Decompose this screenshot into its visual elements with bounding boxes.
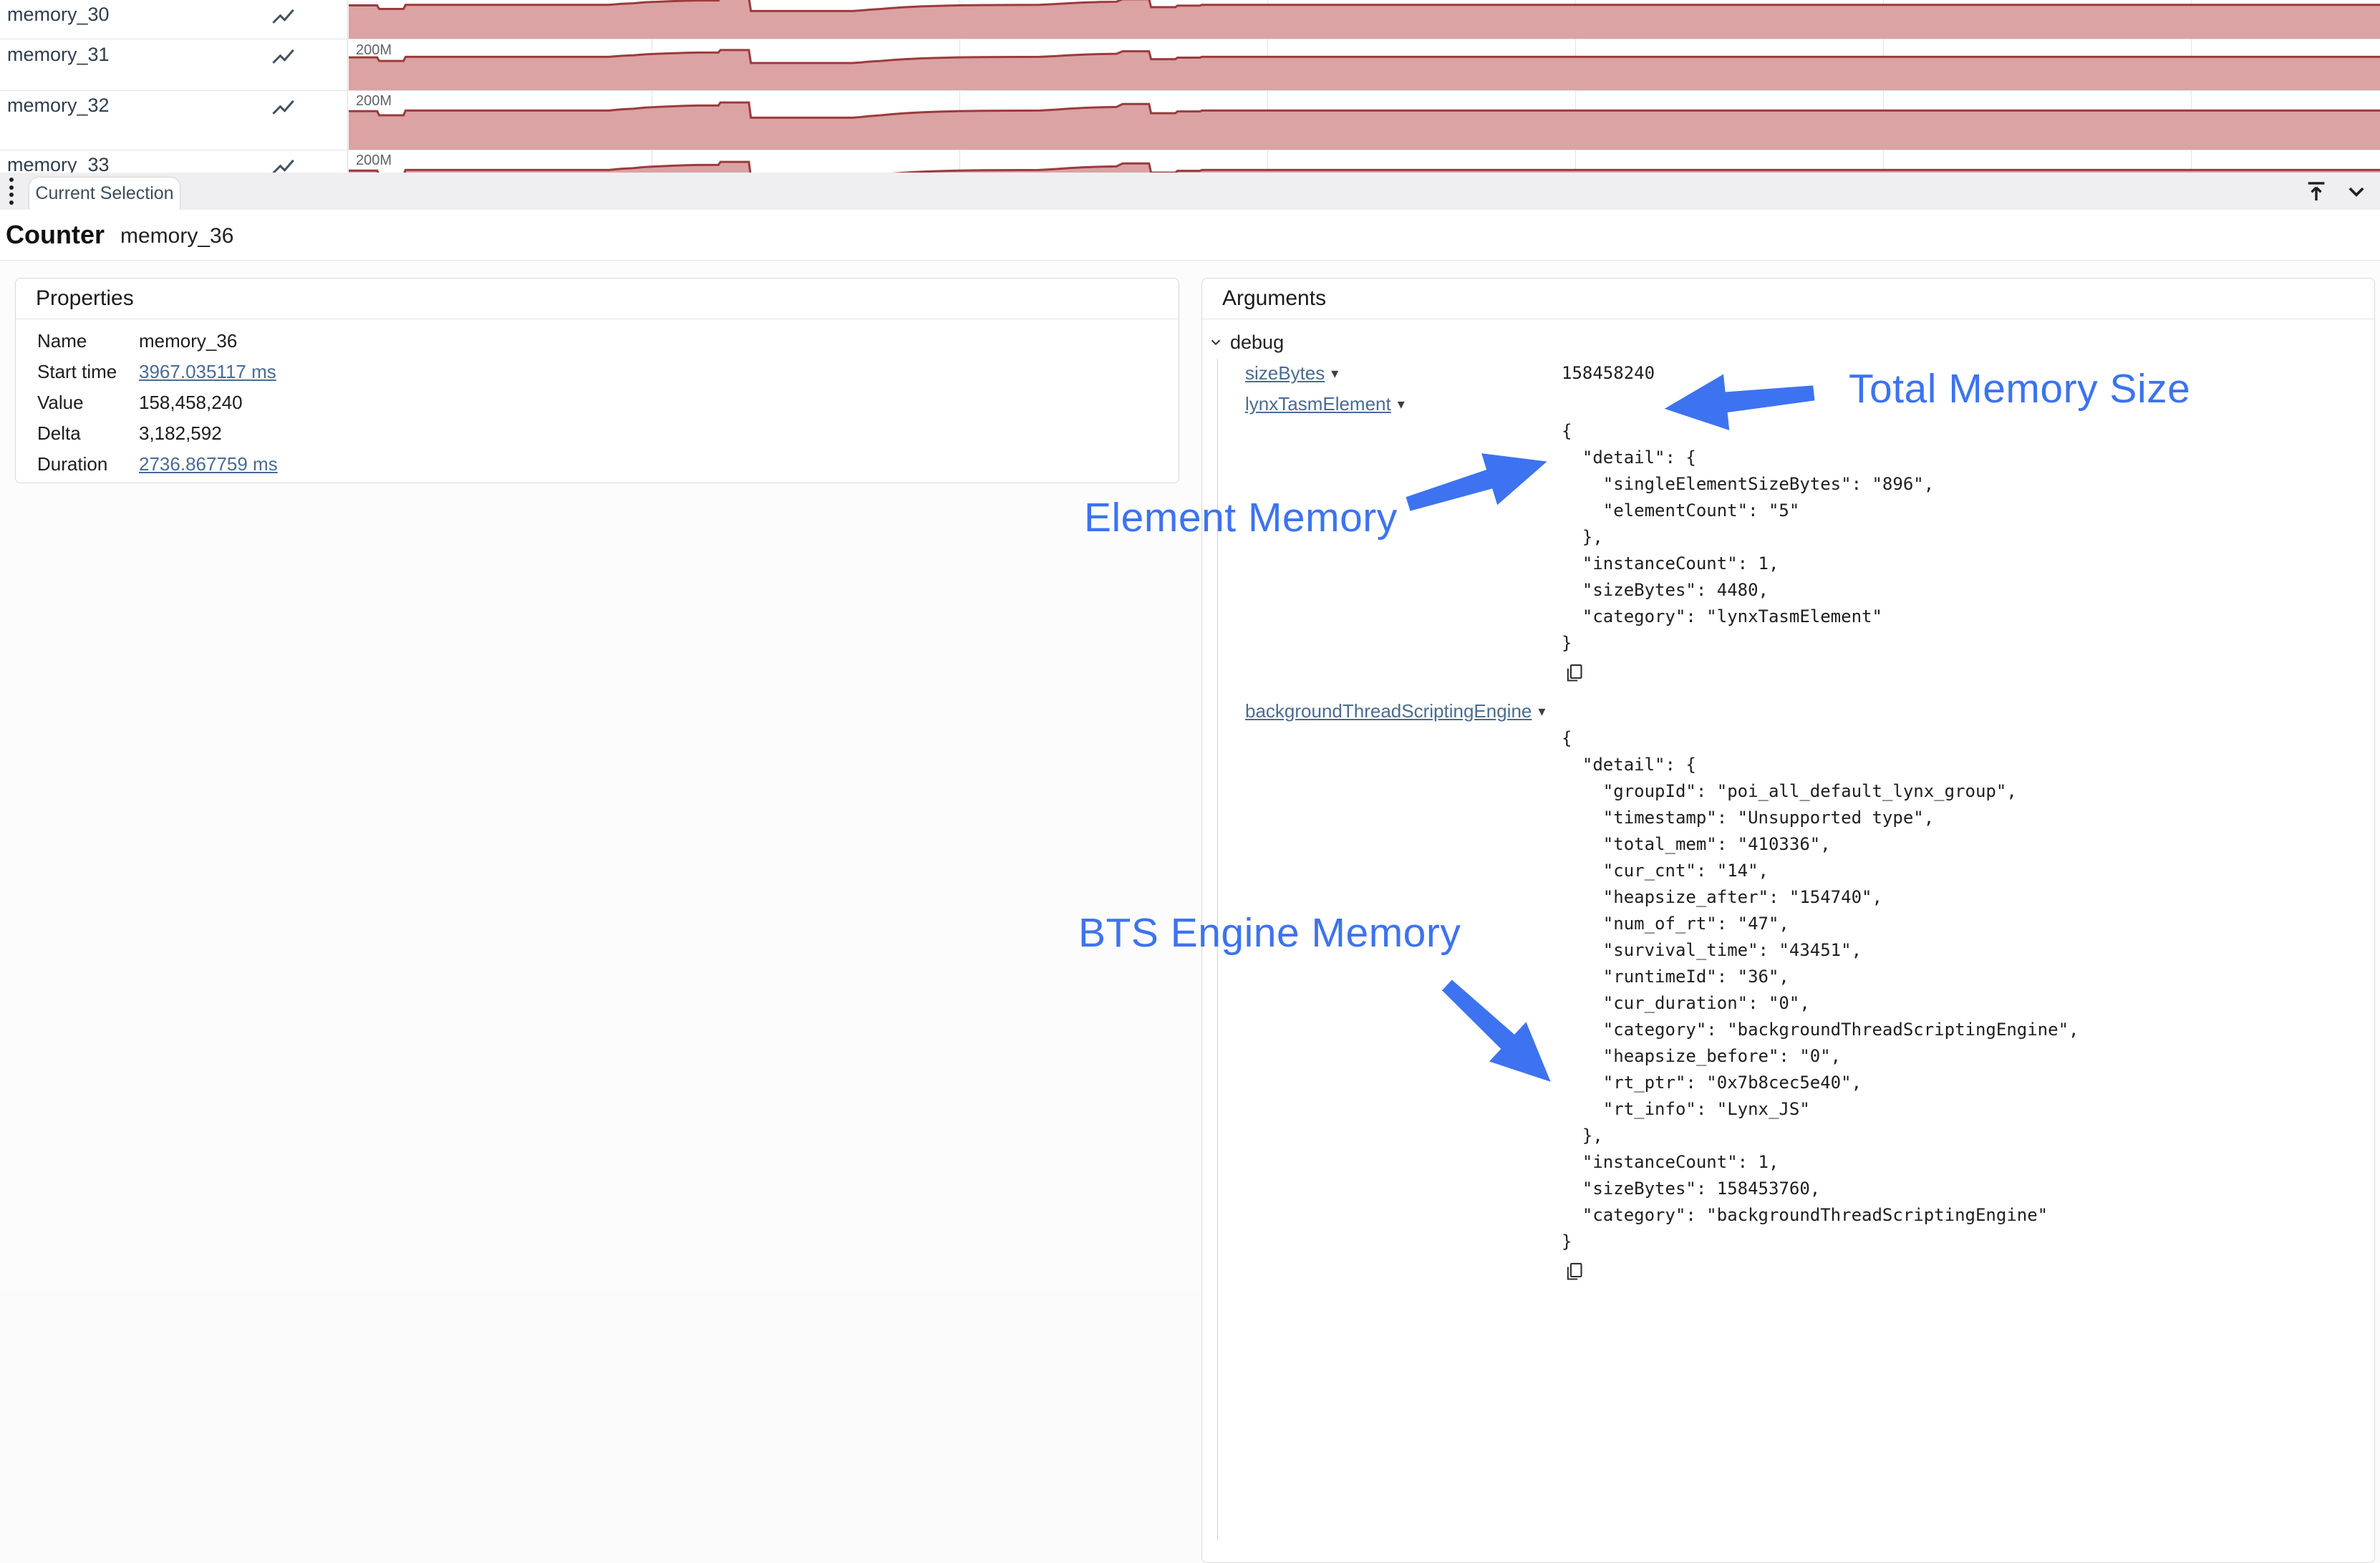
property-value: memory_36 (139, 330, 238, 352)
selection-heading: Counter memory_36 (0, 210, 2380, 261)
track-row-memory-31[interactable]: 200M memory_31 (0, 40, 2380, 91)
track-row-memory-32[interactable]: 200M memory_32 (0, 91, 2380, 150)
counter-area-chart[interactable] (349, 150, 2380, 173)
total-memory-size-annotation: Total Memory Size (1849, 366, 2191, 412)
tree-guide-line (1217, 359, 1218, 1540)
arg-tree-node-debug[interactable]: debug (1202, 328, 2374, 357)
lynx-tasm-element-key-link[interactable]: lynxTasmElement (1245, 392, 1391, 415)
selection-counter-name: memory_36 (120, 224, 234, 248)
property-row-value: Value 158,458,240 (16, 387, 1179, 418)
element-memory-annotation: Element Memory (1084, 495, 1398, 541)
track-row-memory-30[interactable]: memory_30 (0, 0, 2380, 39)
tab-label: Current Selection (35, 183, 174, 203)
copy-json-button[interactable] (1562, 1259, 1586, 1284)
element-memory-arrow-icon (1398, 430, 1558, 536)
arg-root-label: debug (1230, 331, 1285, 353)
counter-area-chart[interactable] (349, 91, 2380, 150)
property-label: Start time (37, 361, 117, 382)
track-row-memory-33[interactable]: 200M memory_33 (0, 150, 2380, 173)
y-axis-max-label: 200M (356, 153, 392, 168)
property-label: Value (37, 392, 84, 413)
copy-icon (1567, 664, 1582, 682)
dropdown-caret-icon[interactable]: ▾ (1397, 396, 1405, 412)
bts-engine-memory-annotation: BTS Engine Memory (1078, 910, 1461, 956)
selection-type-title: Counter (6, 220, 105, 249)
arg-row-background-thread-scripting-engine: backgroundThreadScriptingEngine ▾ (1202, 697, 2374, 725)
counter-chart-icon (271, 95, 296, 125)
property-row-delta: Delta 3,182,592 (16, 418, 1179, 449)
bts-engine-memory-arrow-icon (1424, 961, 1574, 1107)
property-label: Delta (37, 422, 81, 444)
lynx-tasm-element-json: { "detail": { "singleElementSizeBytes": … (1562, 421, 1935, 653)
duration-link[interactable]: 2736.867759 ms (139, 453, 278, 475)
property-label: Duration (37, 453, 108, 475)
property-label: Name (37, 330, 87, 352)
counter-chart-icon (271, 44, 296, 74)
track-name[interactable]: memory_30 (7, 4, 110, 25)
property-row-name: Name memory_36 (16, 326, 1179, 357)
copy-json-button[interactable] (1562, 661, 1586, 685)
expand-panel-up-button[interactable] (2303, 178, 2330, 205)
track-name[interactable]: memory_31 (7, 44, 110, 65)
start-time-link[interactable]: 3967.035117 ms (139, 361, 276, 382)
arguments-header: Arguments (1202, 279, 2374, 319)
property-row-start-time: Start time 3967.035117 ms (16, 357, 1179, 387)
counter-area-chart[interactable] (349, 0, 2380, 39)
collapse-panel-chevron-down-button[interactable] (2343, 178, 2370, 205)
track-name[interactable]: memory_32 (7, 95, 110, 116)
property-value: 158,458,240 (139, 392, 243, 413)
properties-section: Properties Name memory_36 Start time 396… (15, 278, 1179, 483)
y-axis-max-label: 200M (356, 93, 392, 109)
counter-area-chart[interactable] (349, 40, 2380, 91)
background-thread-scripting-engine-key-link[interactable]: backgroundThreadScriptingEngine (1245, 700, 1532, 722)
size-bytes-value: 158458240 (1562, 363, 1655, 383)
arg-row-lynx-tasm-element: lynxTasmElement ▾ (1202, 389, 2374, 418)
properties-header: Properties (16, 279, 1179, 319)
tab-current-selection[interactable]: Current Selection (29, 177, 180, 210)
total-memory-arrow-icon (1660, 359, 1818, 443)
dropdown-caret-icon[interactable]: ▾ (1538, 703, 1546, 720)
track-name[interactable]: memory_33 (7, 154, 110, 173)
details-area: Properties Name memory_36 Start time 396… (0, 261, 2380, 1563)
property-row-duration: Duration 2736.867759 ms (16, 449, 1179, 480)
panel-drag-handle-icon[interactable] (6, 178, 16, 205)
size-bytes-key-link[interactable]: sizeBytes (1245, 362, 1325, 384)
property-value: 3,182,592 (139, 422, 222, 444)
track-list: memory_30 200M memory_31 (0, 0, 2380, 173)
y-axis-max-label: 200M (356, 42, 392, 58)
background-thread-scripting-engine-json: { "detail": { "groupId": "poi_all_defaul… (1562, 728, 2079, 1252)
counter-chart-icon (271, 4, 296, 34)
dropdown-caret-icon[interactable]: ▾ (1331, 365, 1339, 382)
chevron-down-icon (1211, 339, 1221, 346)
details-tab-bar: Current Selection (0, 173, 2380, 210)
copy-icon (1567, 1262, 1582, 1280)
counter-chart-icon (271, 155, 296, 173)
arg-row-size-bytes: sizeBytes ▾ 158458240 (1202, 357, 2374, 389)
